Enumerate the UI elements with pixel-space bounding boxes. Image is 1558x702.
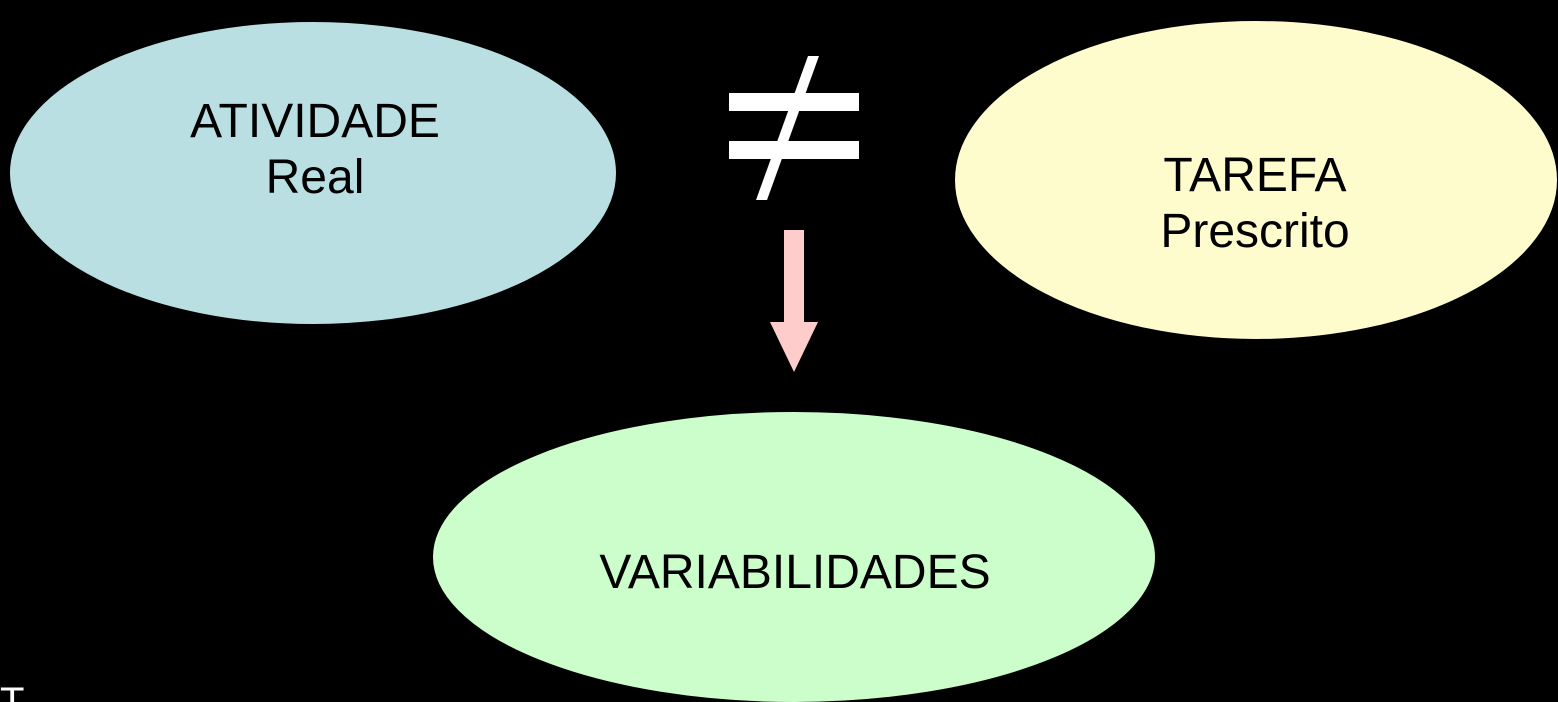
- tarefa-ellipse: [953, 19, 1558, 341]
- atividade-label: ATIVIDADE Real: [160, 94, 470, 206]
- atividade-title: ATIVIDADE: [190, 95, 440, 148]
- tarefa-subtitle: Prescrito: [1160, 205, 1350, 258]
- not-equal-icon: [729, 56, 859, 200]
- atividade-subtitle: Real: [265, 151, 365, 204]
- corner-text: T: [0, 680, 25, 702]
- tarefa-title: TAREFA: [1163, 149, 1347, 202]
- variabilidades-ellipse: [431, 410, 1157, 702]
- arrow-down-icon: [770, 230, 818, 372]
- atividade-ellipse: [8, 20, 618, 326]
- variabilidades-title: VARIABILIDADES: [599, 546, 991, 599]
- variabilidades-label: VARIABILIDADES: [480, 545, 1110, 601]
- tarefa-label: TAREFA Prescrito: [1100, 148, 1410, 260]
